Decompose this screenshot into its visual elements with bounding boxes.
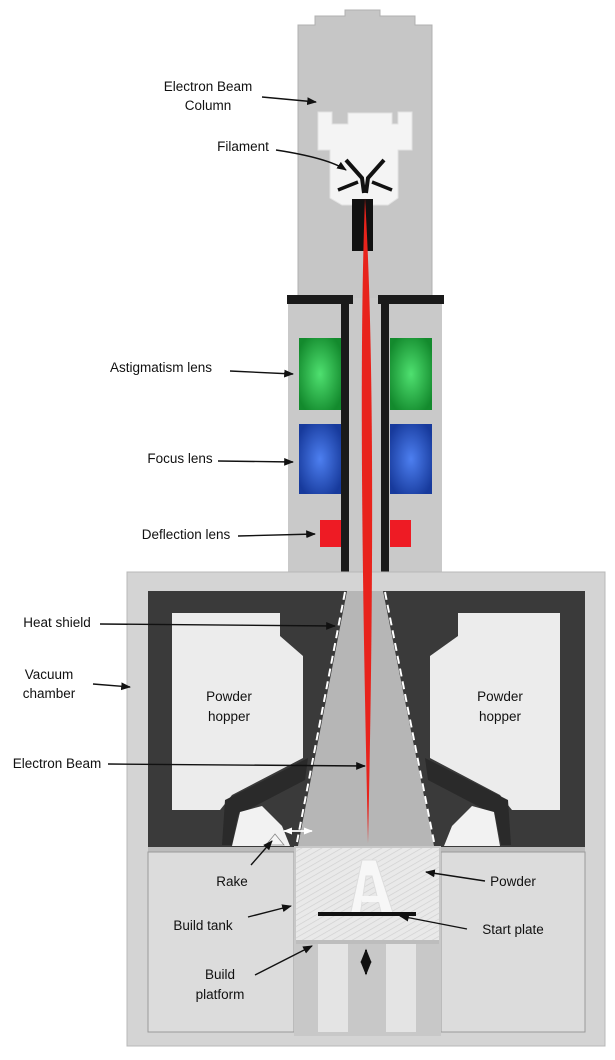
label-powder-hopper-right-1: Powder bbox=[477, 689, 523, 704]
label-build-platform-1: Build bbox=[205, 967, 235, 982]
label-heat-shield: Heat shield bbox=[23, 615, 91, 630]
label-build-tank: Build tank bbox=[173, 918, 233, 933]
leader-lines bbox=[92, 96, 486, 976]
label-electron-beam: Electron Beam bbox=[13, 756, 102, 771]
focus-lens-right bbox=[390, 424, 432, 494]
label-focus-lens: Focus lens bbox=[147, 451, 213, 466]
label-deflection-lens: Deflection lens bbox=[142, 527, 231, 542]
label-build-platform-2: platform bbox=[196, 987, 245, 1002]
deflection-lens-right bbox=[390, 520, 411, 547]
build-platform-column-right bbox=[386, 944, 416, 1032]
label-powder-hopper-left-2: hopper bbox=[208, 709, 251, 724]
electron-beam-column bbox=[297, 9, 433, 301]
label-start-plate: Start plate bbox=[482, 922, 544, 937]
filament bbox=[337, 158, 393, 251]
astigmatism-lens-left bbox=[299, 338, 341, 410]
label-electron-beam-column-1: Electron Beam bbox=[164, 79, 253, 94]
focus-lens-left bbox=[299, 424, 341, 494]
label-electron-beam-column-2: Column bbox=[185, 98, 232, 113]
build-platform-column-left bbox=[318, 944, 348, 1032]
label-vacuum-chamber-2: chamber bbox=[23, 686, 76, 701]
label-vacuum-chamber-1: Vacuum bbox=[25, 667, 74, 682]
heat-shield-left bbox=[296, 591, 346, 843]
label-filament: Filament bbox=[217, 139, 269, 154]
label-rake: Rake bbox=[216, 874, 248, 889]
label-powder-hopper-right-2: hopper bbox=[479, 709, 522, 724]
powder-hopper-left bbox=[172, 613, 303, 810]
astigmatism-lens-right bbox=[390, 338, 432, 410]
label-powder: Powder bbox=[490, 874, 536, 889]
label-powder-hopper-left-1: Powder bbox=[206, 689, 252, 704]
heat-shield-right bbox=[384, 591, 435, 843]
electron-beam bbox=[361, 198, 373, 843]
deflection-lens-left bbox=[320, 520, 341, 547]
label-astigmatism-lens: Astigmatism lens bbox=[110, 360, 212, 375]
start-plate bbox=[318, 912, 416, 916]
powder-hopper-right bbox=[430, 613, 560, 810]
